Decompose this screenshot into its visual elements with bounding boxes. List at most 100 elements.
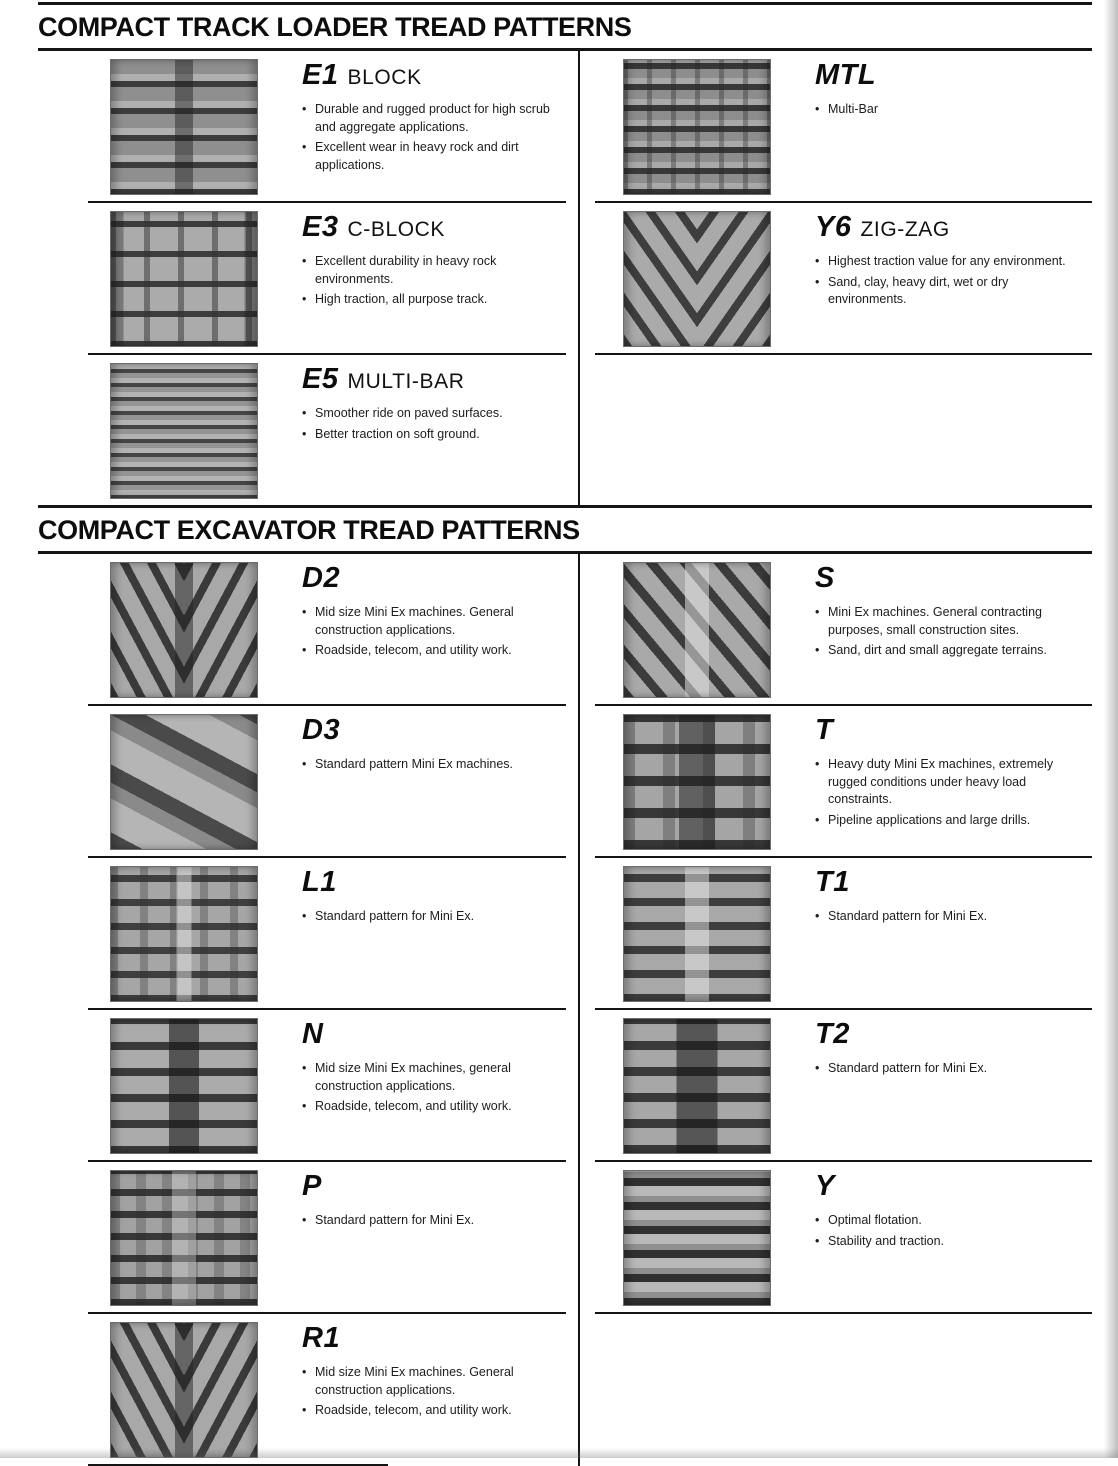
- tread-photo-t: [623, 714, 771, 850]
- section-title-excavator: COMPACT EXCAVATOR TREAD PATTERNS: [38, 505, 1092, 554]
- tread-heading-p: P: [302, 1172, 474, 1201]
- tread-heading-t: T: [815, 716, 1083, 745]
- tread-photo-d3: [110, 714, 258, 850]
- separator: [88, 704, 566, 706]
- bullet: Optimal flotation.: [815, 1212, 944, 1230]
- bullet: Mid size Mini Ex machines, general const…: [302, 1060, 566, 1095]
- tread-bullet-list: Heavy duty Mini Ex machines, extremely r…: [815, 756, 1083, 829]
- tread-entry-e5: E5 MULTI-BAR Smoother ride on paved surf…: [88, 355, 566, 505]
- section-track-loader: COMPACT TRACK LOADER TREAD PATTERNS E1 B…: [38, 2, 1092, 505]
- separator: [88, 1312, 566, 1314]
- tread-heading-e3: E3 C-BLOCK: [302, 213, 566, 242]
- tread-heading-t2: T2: [815, 1020, 987, 1049]
- bullet: Durable and rugged product for high scru…: [302, 101, 566, 136]
- bullet: Excellent durability in heavy rock envir…: [302, 253, 566, 288]
- tread-entry-t2: T2 Standard pattern for Mini Ex.: [595, 1010, 1092, 1160]
- tread-photo-mtl: [623, 59, 771, 195]
- tread-code: R1: [302, 1322, 341, 1354]
- tread-heading-s: S: [815, 564, 1083, 593]
- tread-entry-e1: E1 BLOCK Durable and rugged product for …: [88, 51, 566, 201]
- bullet: Sand, dirt and small aggregate terrains.: [815, 642, 1083, 660]
- tread-code: E5: [302, 363, 339, 395]
- tread-photo-e3: [110, 211, 258, 347]
- excavator-right-column: S Mini Ex machines. General contracting …: [578, 554, 1092, 1466]
- bullet: Roadside, telecom, and utility work.: [302, 1098, 566, 1116]
- track-loader-right-column: MTL Multi-Bar Y6 ZIG-ZAG: [578, 51, 1092, 505]
- tread-code: T: [815, 714, 834, 746]
- tread-entry-p: P Standard pattern for Mini Ex.: [88, 1162, 566, 1312]
- tread-code: E1: [302, 59, 339, 91]
- excavator-columns: D2 Mid size Mini Ex machines. General co…: [88, 554, 1092, 1466]
- tread-code: S: [815, 562, 835, 594]
- tread-bullet-list: Mid size Mini Ex machines. General const…: [302, 604, 566, 660]
- track-loader-left-column: E1 BLOCK Durable and rugged product for …: [88, 51, 578, 505]
- tread-bullet-list: Multi-Bar: [815, 101, 885, 119]
- tread-code: T2: [815, 1018, 850, 1050]
- tread-photo-e1: [110, 59, 258, 195]
- tread-heading-e1: E1 BLOCK: [302, 61, 566, 90]
- separator: [88, 353, 566, 355]
- separator: [595, 856, 1092, 858]
- excavator-left-column: D2 Mid size Mini Ex machines. General co…: [88, 554, 578, 1466]
- bullet: Mid size Mini Ex machines. General const…: [302, 604, 566, 639]
- bullet: Stability and traction.: [815, 1233, 944, 1251]
- bullet: Heavy duty Mini Ex machines, extremely r…: [815, 756, 1083, 809]
- bullet: Multi-Bar: [815, 101, 885, 119]
- bullet: Mid size Mini Ex machines. General const…: [302, 1364, 566, 1399]
- tread-bullet-list: Standard pattern for Mini Ex.: [815, 1060, 987, 1078]
- bullet: Standard pattern for Mini Ex.: [302, 908, 474, 926]
- separator: [595, 704, 1092, 706]
- tread-heading-mtl: MTL: [815, 61, 885, 90]
- tread-heading-e5: E5 MULTI-BAR: [302, 365, 503, 394]
- separator: [88, 1160, 566, 1162]
- tread-entry-d3: D3 Standard pattern Mini Ex machines.: [88, 706, 566, 856]
- bullet: Smoother ride on paved surfaces.: [302, 405, 503, 423]
- bullet: Highest traction value for any environme…: [815, 253, 1083, 271]
- tread-entry-e3: E3 C-BLOCK Excellent durability in heavy…: [88, 203, 566, 353]
- separator: [88, 1008, 566, 1010]
- tread-bullet-list: Standard pattern for Mini Ex.: [815, 908, 987, 926]
- bullet: High traction, all purpose track.: [302, 291, 566, 309]
- tread-style-name: MULTI-BAR: [347, 370, 465, 393]
- tread-heading-y6: Y6 ZIG-ZAG: [815, 213, 1083, 242]
- bullet: Mini Ex machines. General contracting pu…: [815, 604, 1083, 639]
- tread-bullet-list: Mini Ex machines. General contracting pu…: [815, 604, 1083, 660]
- tread-heading-n: N: [302, 1020, 566, 1049]
- tread-bullet-list: Standard pattern for Mini Ex.: [302, 908, 474, 926]
- tread-bullet-list: Mid size Mini Ex machines, general const…: [302, 1060, 566, 1116]
- tread-bullet-list: Smoother ride on paved surfaces. Better …: [302, 405, 503, 443]
- tread-entry-mtl: MTL Multi-Bar: [595, 51, 1092, 201]
- tread-heading-d3: D3: [302, 716, 513, 745]
- separator: [595, 1008, 1092, 1010]
- tread-photo-p: [110, 1170, 258, 1306]
- bullet: Sand, clay, heavy dirt, wet or dry envir…: [815, 274, 1083, 309]
- tread-photo-s: [623, 562, 771, 698]
- bullet: Standard pattern for Mini Ex.: [815, 908, 987, 926]
- bullet: Standard pattern Mini Ex machines.: [302, 756, 513, 774]
- tread-bullet-list: Highest traction value for any environme…: [815, 253, 1083, 309]
- bullet: Standard pattern for Mini Ex.: [815, 1060, 987, 1078]
- separator: [595, 1312, 1092, 1314]
- tread-code: D2: [302, 562, 341, 594]
- tread-entry-t1: T1 Standard pattern for Mini Ex.: [595, 858, 1092, 1008]
- tread-photo-t2: [623, 1018, 771, 1154]
- tread-entry-n: N Mid size Mini Ex machines, general con…: [88, 1010, 566, 1160]
- tread-bullet-list: Mid size Mini Ex machines. General const…: [302, 1364, 566, 1420]
- tread-style-name: C-BLOCK: [347, 218, 446, 241]
- tread-bullet-list: Standard pattern for Mini Ex.: [302, 1212, 474, 1230]
- tread-photo-r1: [110, 1322, 258, 1458]
- tread-heading-r1: R1: [302, 1324, 566, 1353]
- tread-photo-e5: [110, 363, 258, 499]
- tread-entry-r1: R1 Mid size Mini Ex machines. General co…: [88, 1314, 566, 1464]
- tread-bullet-list: Excellent durability in heavy rock envir…: [302, 253, 566, 309]
- tread-entry-s: S Mini Ex machines. General contracting …: [595, 554, 1092, 704]
- tread-heading-d2: D2: [302, 564, 566, 593]
- tread-style-name: ZIG-ZAG: [860, 218, 950, 241]
- track-loader-columns: E1 BLOCK Durable and rugged product for …: [88, 51, 1092, 505]
- tread-bullet-list: Standard pattern Mini Ex machines.: [302, 756, 513, 774]
- section-excavator: COMPACT EXCAVATOR TREAD PATTERNS D2 Mid …: [38, 505, 1092, 1466]
- tread-code: Y6: [815, 211, 852, 243]
- tread-bullet-list: Durable and rugged product for high scru…: [302, 101, 566, 174]
- tread-entry-l1: L1 Standard pattern for Mini Ex.: [88, 858, 566, 1008]
